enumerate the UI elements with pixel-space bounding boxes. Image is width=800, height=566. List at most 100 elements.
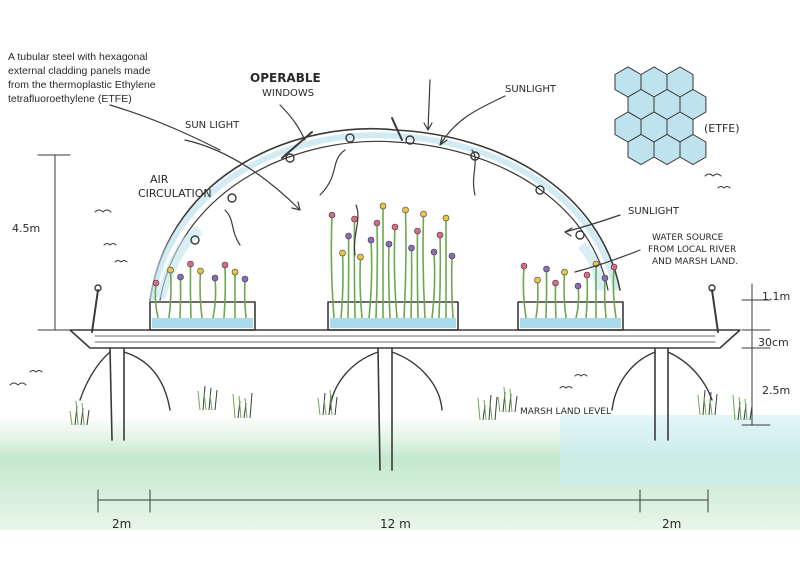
plant-flower — [373, 219, 381, 227]
reed-blade — [477, 397, 481, 421]
plant-flower — [420, 210, 427, 218]
water-source-label-3: AND MARSH LAND. — [652, 257, 738, 267]
reed-blade — [709, 398, 713, 416]
dim-span-right: 2m — [662, 517, 681, 531]
reed-blade — [483, 399, 487, 421]
plant-flower — [534, 276, 541, 284]
operable-windows-label-2: WINDOWS — [262, 88, 314, 99]
plant-flower — [442, 214, 450, 222]
reed-blade — [202, 385, 206, 411]
plant-flower — [211, 274, 219, 282]
plant-stem — [438, 234, 442, 319]
reed-blade — [232, 393, 236, 419]
reed-blade — [503, 386, 507, 413]
etfe-hexagon-cell — [679, 133, 707, 166]
plant-stem — [410, 247, 413, 319]
reed-blade — [203, 392, 207, 411]
plant-flower — [197, 267, 204, 275]
sunlight-top-label: SUNLIGHT — [505, 84, 557, 95]
reed-blade — [238, 395, 242, 419]
plant-stem — [563, 271, 567, 319]
plant-stem — [340, 252, 344, 319]
etfe-hexagon-detail — [614, 66, 707, 166]
marsh-reeds — [69, 385, 753, 426]
ground-blue-wash — [560, 415, 800, 485]
dim-height-legs: 2.5m — [762, 384, 790, 397]
operable-windows-label-1: OPERABLE — [250, 71, 321, 85]
plant-flower — [448, 252, 456, 260]
plant-flower — [583, 271, 591, 279]
plant-stem — [189, 263, 192, 319]
plant-flower — [167, 266, 174, 274]
dimension-lines — [37, 154, 771, 513]
marsh-level-label: MARSH LAND LEVEL — [520, 407, 611, 417]
plant-stem — [368, 239, 373, 319]
plant-flower — [177, 273, 184, 281]
plant-stem — [603, 277, 607, 319]
plant-stem — [554, 282, 557, 319]
air-circulation-label-1: AIR — [150, 173, 169, 186]
cladding-note-line-1: A tubular steel with hexagonal — [8, 51, 148, 63]
bird-sketches — [9, 173, 731, 389]
plant-stem — [212, 277, 217, 319]
reed-blade — [86, 409, 90, 426]
reed-blade — [322, 392, 326, 416]
plant-stem — [431, 251, 436, 319]
reed-blade — [329, 389, 333, 416]
plant-flower — [610, 263, 618, 271]
sunlight-arrows — [109, 79, 641, 273]
dim-span-center: 12 m — [380, 517, 411, 531]
plant-flower — [221, 261, 229, 269]
air-circulation-label-2: CIRCULATION — [138, 187, 212, 200]
reed-blade — [488, 394, 492, 421]
plant-stem — [416, 230, 419, 319]
dim-height-total: 4.5m — [12, 222, 40, 235]
sunlight-right-label: SUNLIGHT — [628, 206, 680, 217]
reed-blade — [497, 396, 501, 413]
plant-stem — [422, 213, 426, 319]
plant-flower — [241, 275, 249, 283]
etfe-label: (ETFE) — [704, 122, 740, 135]
plant-stem — [359, 256, 363, 319]
plant-flower — [391, 223, 399, 231]
plant-flower — [414, 227, 421, 235]
plant-stem — [535, 279, 539, 319]
planter-center — [327, 301, 459, 331]
plant-stem — [375, 222, 379, 319]
plant-flower — [430, 248, 438, 256]
plant-flower — [187, 260, 194, 268]
plant-flower — [339, 249, 346, 257]
reed-blade — [197, 390, 201, 411]
plant-flower — [520, 262, 528, 270]
plant-flower — [152, 279, 160, 287]
planter-plants — [152, 202, 618, 319]
reed-blade — [334, 396, 338, 416]
cladding-note: A tubular steel with hexagonal external … — [8, 51, 156, 105]
plant-flower — [601, 274, 609, 282]
plant-stem — [522, 265, 527, 319]
plant-flower — [436, 231, 444, 239]
plant-stem — [403, 209, 407, 319]
reed-blade — [732, 394, 736, 421]
plant-flower — [367, 236, 375, 244]
plant-flower — [574, 282, 582, 290]
reed-blade — [214, 389, 218, 411]
reed-blade — [744, 398, 748, 421]
plant-stem — [179, 276, 182, 319]
plant-stem — [330, 214, 335, 319]
reed-blade — [249, 392, 253, 419]
reed-blade — [489, 401, 493, 421]
reed-blade — [697, 394, 701, 416]
cladding-note-line-2: external cladding panels made — [8, 65, 151, 77]
reed-blade — [708, 391, 712, 416]
planter-left — [149, 301, 256, 331]
plant-flower — [561, 268, 568, 276]
plant-stem — [353, 218, 356, 319]
plant-stem — [393, 226, 398, 319]
plant-stem — [387, 243, 391, 319]
plant-flower — [408, 244, 415, 252]
plant-flower — [328, 211, 336, 219]
plant-flower — [345, 232, 352, 240]
reed-blade — [703, 396, 707, 416]
plant-stem — [450, 255, 454, 319]
